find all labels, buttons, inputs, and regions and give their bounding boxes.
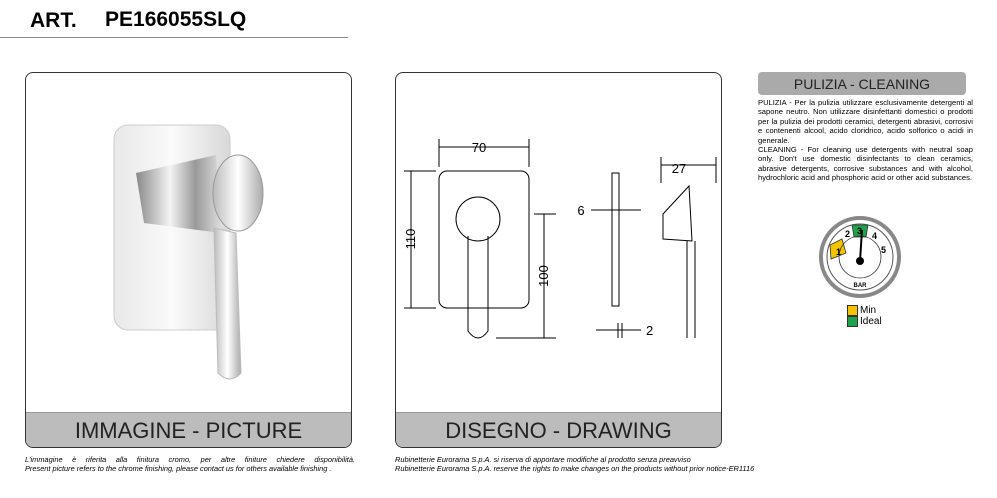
header-divider	[0, 37, 348, 38]
drawing-label: DISEGNO - DRAWING	[396, 412, 721, 447]
product-photo	[113, 124, 264, 380]
cleaning-text-it: PULIZIA - Per la pulizia utilizzare escl…	[758, 98, 973, 145]
legend-min: Min	[847, 305, 882, 316]
dim-plate-height: 110	[403, 229, 418, 250]
rights-note-en: Rubinetterie Eurorama S.p.A. reserve the…	[395, 464, 755, 474]
dim-plate-width: 70	[472, 140, 486, 155]
gauge-min-zone	[829, 238, 847, 260]
gauge-number: 3	[857, 226, 862, 236]
pressure-gauge: 1 2 3 4 5 BAR	[819, 216, 901, 298]
product-code: PE166055SLQ	[105, 8, 247, 31]
dim-lever-length: 100	[536, 265, 551, 287]
cleaning-title: PULIZIA - CLEANING	[758, 72, 966, 95]
gauge-legend: Min Ideal	[847, 305, 882, 327]
art-label: ART.	[30, 9, 77, 32]
dim-depth: 27	[672, 161, 686, 176]
technical-drawing: 70 110 100 6 27 2	[403, 139, 717, 339]
rights-note: Rubinetterie Eurorama S.p.A. si riserva …	[395, 455, 755, 474]
gauge-number: 4	[872, 231, 877, 241]
legend-label: Ideal	[860, 316, 882, 327]
gauge-unit: BAR	[854, 283, 868, 289]
picture-panel: IMMAGINE - PICTURE	[25, 72, 352, 448]
legend-ideal: Ideal	[847, 316, 882, 327]
drawing-panel: 70 110 100 6 27 2 DISEGNO - DRAWING	[395, 72, 722, 448]
dim-gap: 2	[646, 323, 653, 338]
picture-note: L'immagine è riferita alla finitura crom…	[25, 455, 355, 474]
picture-label: IMMAGINE - PICTURE	[26, 412, 351, 447]
gauge-needle	[859, 229, 863, 262]
rights-note-it: Rubinetterie Eurorama S.p.A. si riserva …	[395, 455, 691, 464]
gauge-number: 2	[845, 229, 850, 239]
gauge-number: 5	[881, 245, 886, 255]
dim-plate-thickness: 6	[577, 203, 584, 218]
gauge-number: 1	[836, 247, 841, 257]
cleaning-text-en: CLEANING - For cleaning use detergents w…	[758, 145, 973, 183]
legend-label: Min	[860, 305, 877, 316]
cleaning-text: PULIZIA - Per la pulizia utilizzare escl…	[758, 98, 973, 183]
picture-note-en: Present picture refers to the chrome fin…	[25, 464, 332, 474]
picture-note-it: L'immagine è riferita alla finitura crom…	[25, 455, 355, 464]
